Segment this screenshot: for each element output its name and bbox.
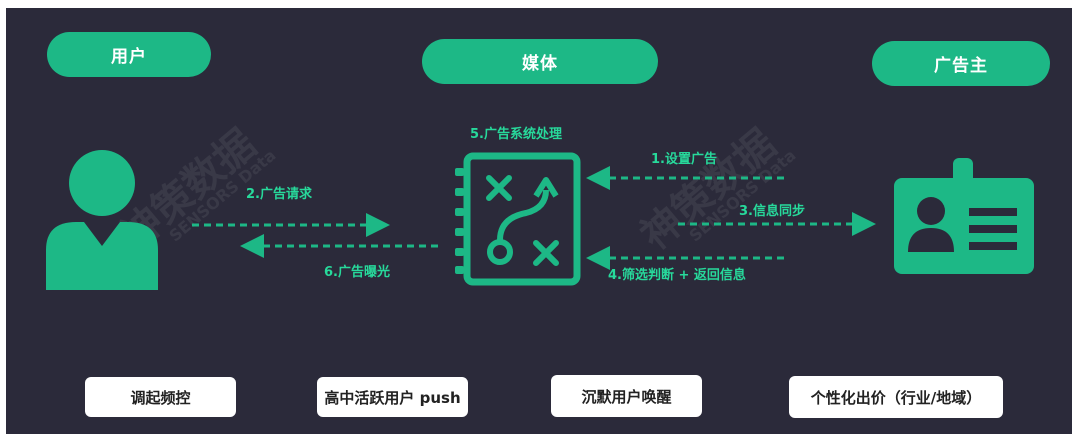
step-label-2: 2.广告请求: [246, 187, 312, 202]
step-label-6: 6.广告曝光: [324, 265, 390, 280]
bottom-card-silent-user-wakeup: 沉默用户唤醒: [551, 375, 702, 417]
step-label-3: 3.信息同步: [739, 204, 805, 219]
id-badge-icon: [894, 158, 1034, 274]
person-icon: [46, 150, 158, 290]
user-pill: 用户: [47, 32, 211, 77]
strategy-board-icon: [455, 152, 581, 286]
bottom-card-frequency-control: 调起频控: [85, 377, 236, 417]
advertiser-pill: 广告主: [872, 41, 1050, 86]
step-label-5: 5.广告系统处理: [470, 127, 562, 142]
bottom-card-active-user-push: 高中活跃用户 push: [317, 377, 468, 417]
media-pill: 媒体: [422, 39, 658, 84]
bottom-card-personalized-bid: 个性化出价（行业/地域）: [789, 376, 1003, 418]
step-label-4: 4.筛选判断 + 返回信息: [608, 268, 746, 283]
diagram-canvas: 神策数据 SENSORS Data 神策数据 SENSORS Data 用户 媒…: [6, 8, 1072, 434]
diagram-graphics: [46, 150, 1034, 290]
step-label-1: 1.设置广告: [651, 152, 717, 167]
